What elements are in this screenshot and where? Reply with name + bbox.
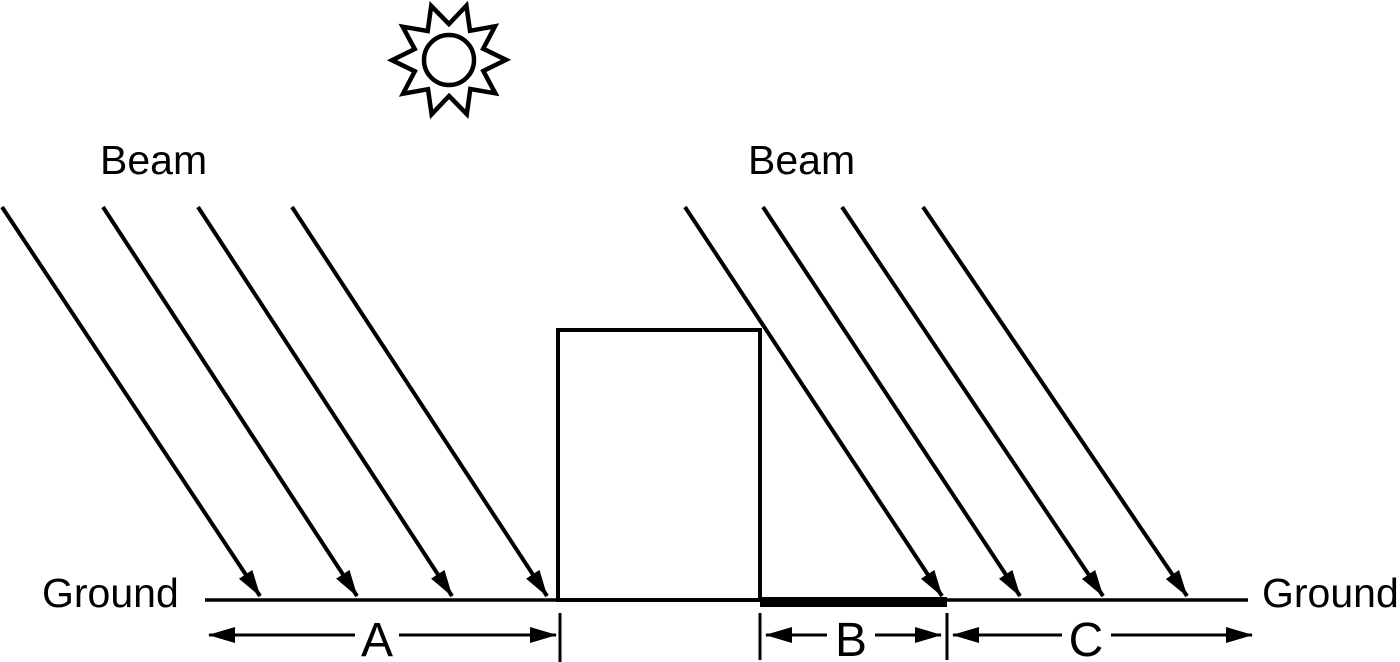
sun-icon xyxy=(386,0,512,120)
sun-beam-ray xyxy=(840,205,1105,598)
sun-core-circle xyxy=(421,32,477,88)
beam-label-left: Beam xyxy=(100,137,207,183)
ground-label-left: Ground xyxy=(42,570,179,616)
sun-beam-ray xyxy=(921,205,1189,598)
beam-label-right: Beam xyxy=(748,137,855,183)
sun-beam-ray xyxy=(683,205,944,598)
beam-rays xyxy=(0,205,1189,598)
sun-beam-ray xyxy=(290,205,549,598)
building xyxy=(556,328,762,602)
sun-star-outline xyxy=(386,0,512,120)
sun-beam-ray xyxy=(0,205,262,598)
dimension-annotations: A B C xyxy=(208,613,1253,662)
segment-label-C: C xyxy=(1069,614,1104,662)
ground-label-right: Ground xyxy=(1262,570,1399,616)
sun-beam-ray xyxy=(761,205,1022,598)
segment-label-B: B xyxy=(835,614,867,662)
segment-label-A: A xyxy=(361,614,393,662)
sun-beam-ray xyxy=(101,205,359,598)
sun-beam-ray xyxy=(196,205,454,598)
